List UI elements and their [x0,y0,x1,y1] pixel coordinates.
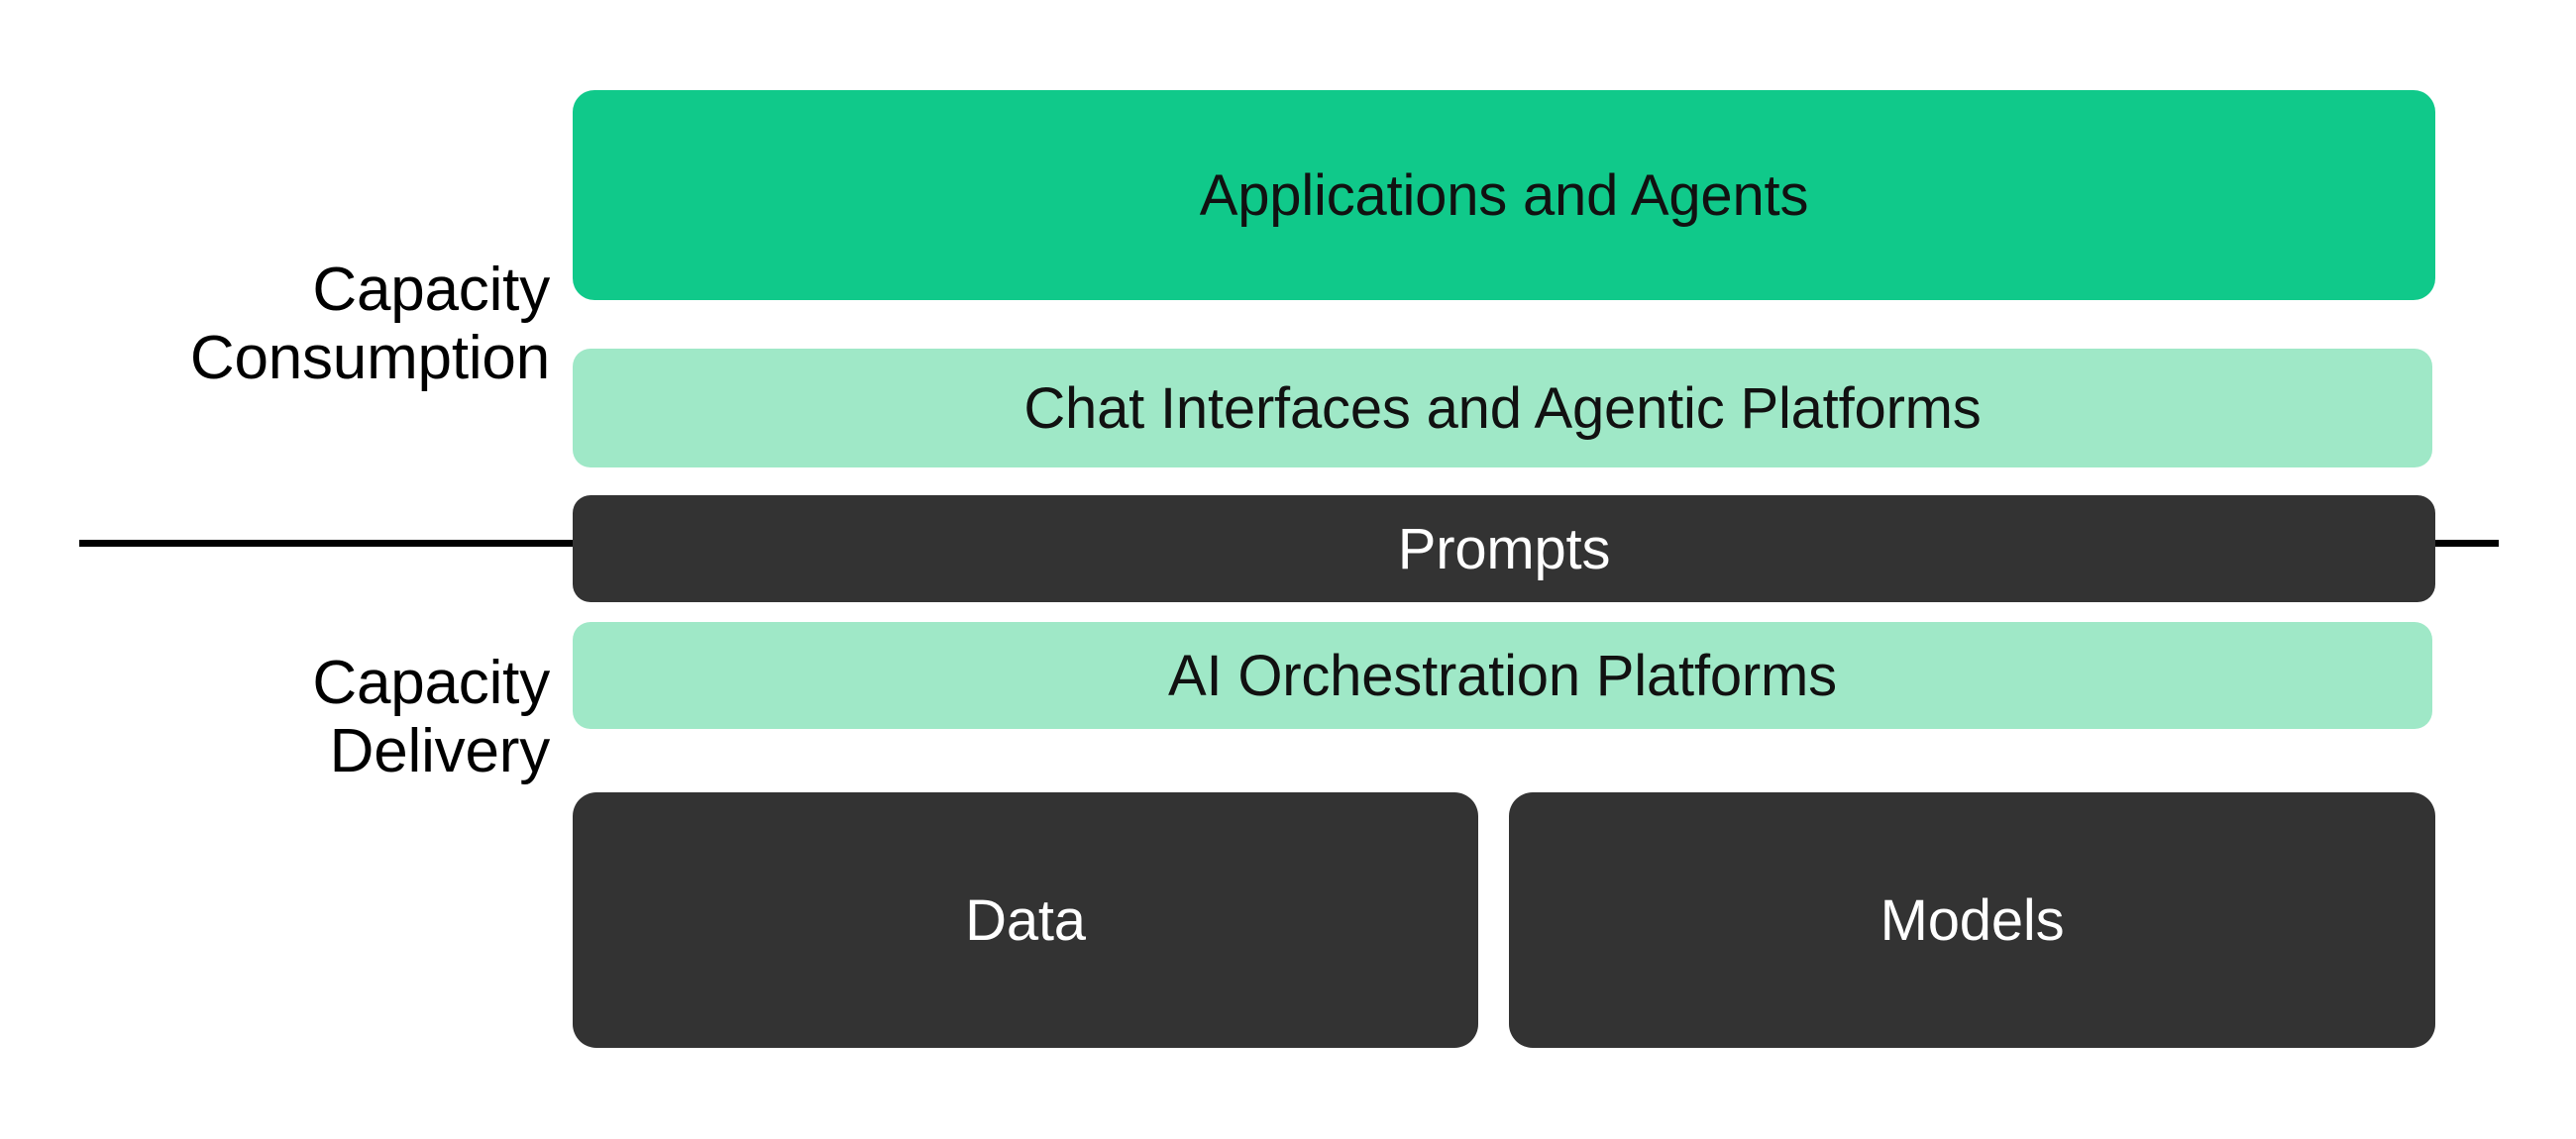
layer-label-models: Models [1879,887,2065,953]
section-label-capacity-consumption: Capacity Consumption [189,256,550,393]
layer-label-prompts: Prompts [1397,516,1611,581]
layer-data[interactable]: Data [573,792,1478,1048]
layer-label-ai-orchestration-platforms: AI Orchestration Platforms [1168,643,1837,708]
layer-label-data: Data [965,887,1086,953]
layer-prompts[interactable]: Prompts [573,495,2435,602]
layer-label-chat-interfaces-and-agentic-platforms: Chat Interfaces and Agentic Platforms [1023,375,1982,441]
layer-ai-orchestration-platforms[interactable]: AI Orchestration Platforms [573,622,2432,729]
layer-applications-and-agents[interactable]: Applications and Agents [573,90,2435,300]
layer-label-applications-and-agents: Applications and Agents [1199,162,1809,228]
layer-models[interactable]: Models [1509,792,2435,1048]
section-label-capacity-delivery: Capacity Delivery [312,649,550,786]
layer-chat-interfaces-and-agentic-platforms[interactable]: Chat Interfaces and Agentic Platforms [573,349,2432,467]
